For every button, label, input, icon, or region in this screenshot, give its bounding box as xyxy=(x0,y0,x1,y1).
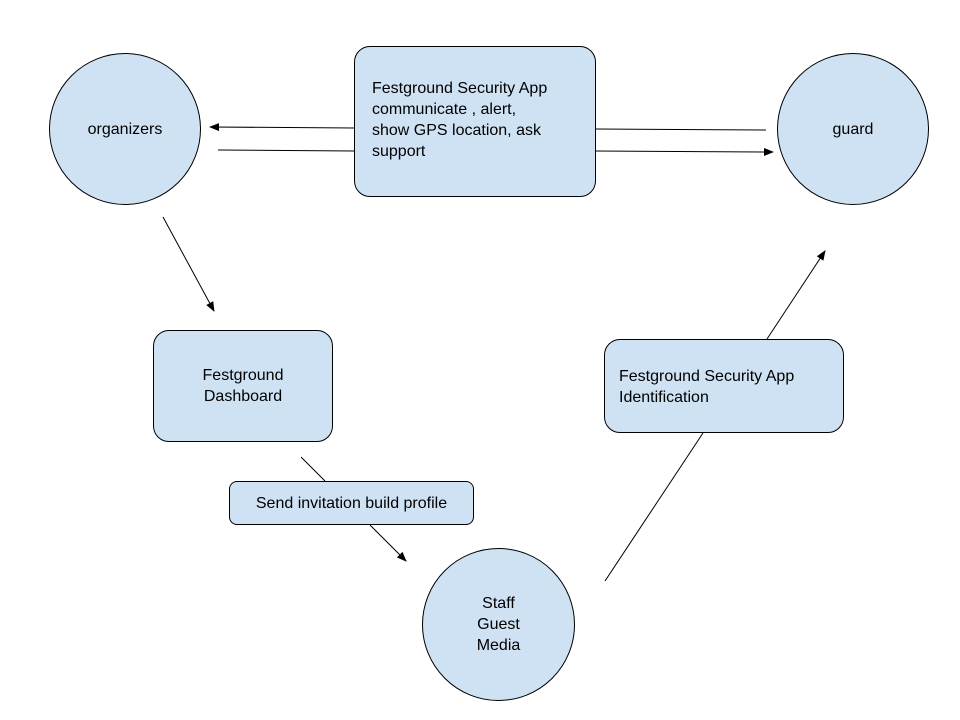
line-guard-to-app xyxy=(595,128,767,131)
identification-node: Festground Security App Identification xyxy=(604,339,844,433)
security-app-node: Festground Security App communicate , al… xyxy=(354,46,596,197)
guard-node: guard xyxy=(777,53,929,205)
people-line-2: Guest xyxy=(477,616,520,633)
organizers-node: organizers xyxy=(49,53,201,205)
people-line-3: Media xyxy=(476,637,521,654)
organizers-label: organizers xyxy=(87,120,163,138)
dashboard-node: Festground Dashboard xyxy=(153,330,333,442)
security-app-line-4: support xyxy=(372,143,426,160)
dashboard-line-2: Dashboard xyxy=(203,388,283,405)
identification-line-1: Festground Security App xyxy=(619,368,795,385)
arrow-identification-to-guard xyxy=(766,250,826,340)
guard-label: guard xyxy=(832,120,874,138)
arrow-organizers-to-dashboard xyxy=(162,216,215,312)
security-app-line-3: show GPS location, ask xyxy=(372,122,541,139)
people-node: Staff Guest Media xyxy=(422,548,575,701)
dashboard-line-1: Festground xyxy=(202,367,284,384)
identification-line-2: Identification xyxy=(619,389,709,406)
invitation-label-node: Send invitation build profile xyxy=(229,481,474,525)
invitation-label: Send invitation build profile xyxy=(255,494,448,512)
security-app-line-1: Festground Security App xyxy=(372,80,548,97)
arrow-app-to-guard xyxy=(595,147,774,156)
line-people-to-identification xyxy=(604,432,704,582)
arrow-invitation-to-people xyxy=(369,524,407,562)
arrow-app-to-organizers xyxy=(209,123,355,132)
people-line-1: Staff xyxy=(482,595,515,612)
security-app-line-2: communicate , alert, xyxy=(372,101,517,118)
line-organizers-to-app xyxy=(217,149,355,152)
line-dashboard-to-invitation xyxy=(300,456,326,482)
